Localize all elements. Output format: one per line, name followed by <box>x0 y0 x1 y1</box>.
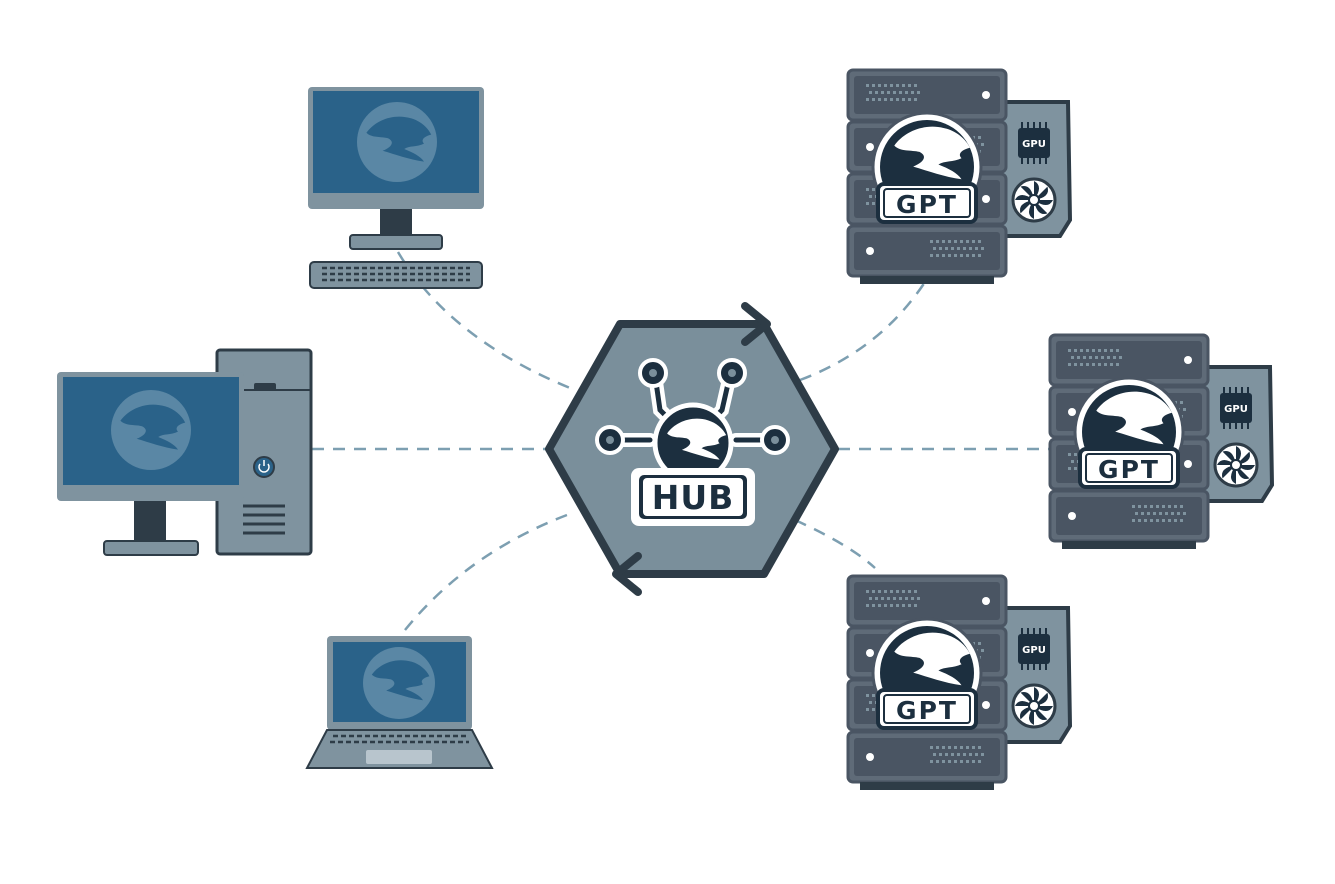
monitor-base <box>349 234 443 250</box>
laptop-touchpad <box>366 750 432 764</box>
cycle-arrow-bottom-icon <box>612 552 642 596</box>
tower-monitor-neck <box>134 501 166 541</box>
gpu-fan-icon <box>1213 442 1259 488</box>
gpt-label: GPT <box>1098 455 1160 484</box>
cycle-arrow-top-icon <box>741 302 771 346</box>
laptop-keyboard <box>330 734 469 744</box>
laptop-client <box>305 636 494 769</box>
tower-vents <box>243 504 285 535</box>
status-led-icon <box>982 597 990 605</box>
link-laptop-to-hub <box>404 510 576 631</box>
gpu-chip-icon: GPU <box>1018 122 1050 164</box>
tower-drive-slot <box>254 383 276 391</box>
status-led-icon <box>866 143 874 151</box>
hub-node: HUB <box>545 302 839 596</box>
gpt-label: GPT <box>896 696 958 725</box>
gpt-badge: GPT <box>1073 376 1185 489</box>
server-unit <box>846 224 1008 278</box>
server-unit <box>1048 489 1210 543</box>
gpt-badge: GPT <box>871 617 983 730</box>
keyboard-keys <box>322 266 470 282</box>
gpu-server-middle: GPU GPT <box>1048 333 1275 549</box>
power-button-icon <box>253 456 275 478</box>
desktop-tower-client <box>57 348 313 556</box>
gpu-chip-icon: GPU <box>1220 387 1252 429</box>
server-unit <box>846 730 1008 784</box>
gpu-fan-icon <box>1011 177 1057 223</box>
status-led-icon <box>1184 356 1192 364</box>
gpt-badge: GPT <box>871 111 983 224</box>
gpu-server-bottom: GPU GPT <box>846 574 1073 790</box>
gpu-fan-icon <box>1011 683 1057 729</box>
gpu-chip-label: GPU <box>1022 645 1046 656</box>
desktop-monitor-client <box>308 87 484 289</box>
status-led-icon <box>866 649 874 657</box>
gpt-label: GPT <box>896 190 958 219</box>
status-led-icon <box>1068 408 1076 416</box>
link-hub-to-server-bottom <box>794 518 876 569</box>
gpu-chip-icon: GPU <box>1018 628 1050 670</box>
status-led-icon <box>1068 512 1076 520</box>
status-led-icon <box>866 753 874 761</box>
monitor-neck <box>380 209 412 235</box>
hub-label: HUB <box>652 478 735 517</box>
gpu-chip-label: GPU <box>1022 139 1046 150</box>
gpu-server-top: GPU GPT <box>846 68 1073 284</box>
status-led-icon <box>982 701 990 709</box>
tower-monitor-base <box>103 540 199 556</box>
laptop-base <box>305 729 494 769</box>
gpu-chip-label: GPU <box>1224 404 1248 415</box>
status-led-icon <box>982 195 990 203</box>
status-led-icon <box>1184 460 1192 468</box>
link-hub-to-server-top <box>799 281 927 382</box>
hub-circuit-icon <box>595 358 790 484</box>
status-led-icon <box>866 247 874 255</box>
server-unit <box>846 574 1008 628</box>
status-led-icon <box>982 91 990 99</box>
server-unit <box>1048 333 1210 387</box>
